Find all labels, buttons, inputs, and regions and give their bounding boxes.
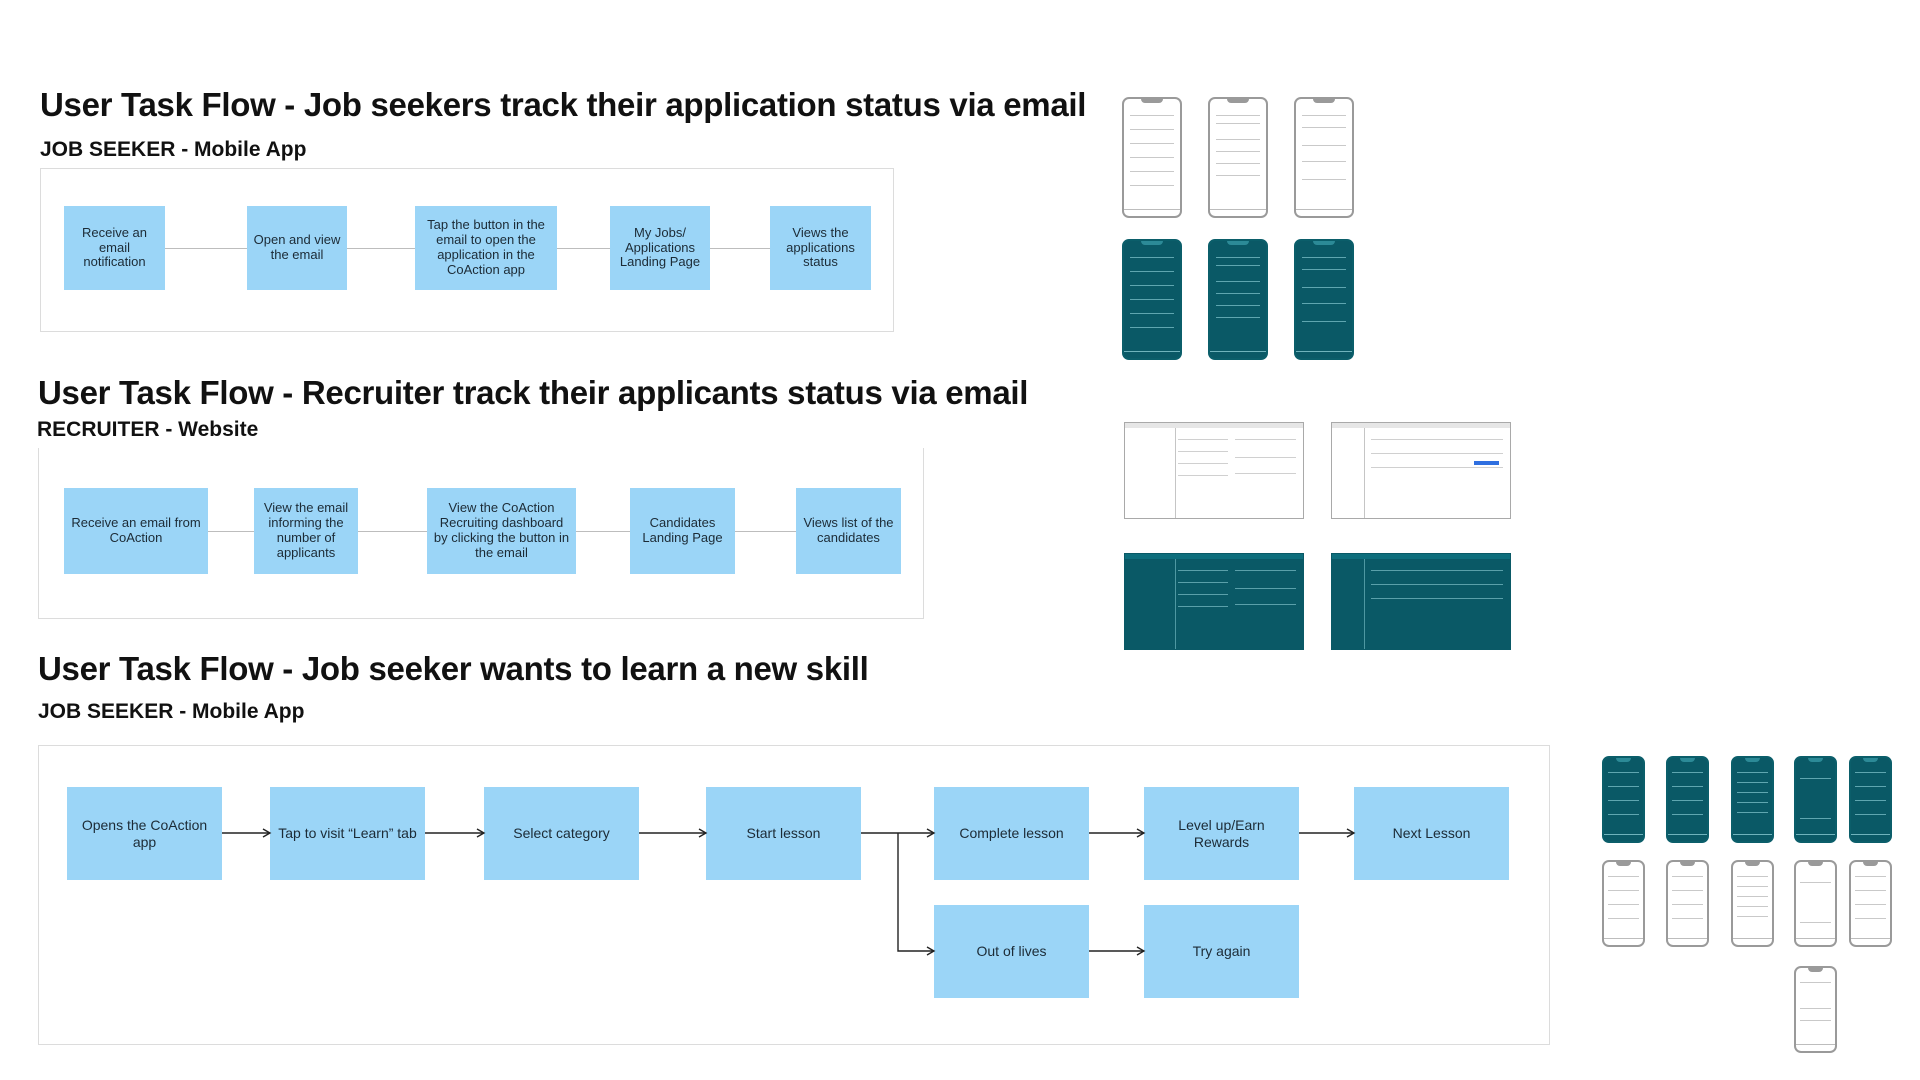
flow-1-step: My Jobs/ Applications Landing Page [610,206,710,290]
flow-2-step: Receive an email from CoAction [64,488,208,574]
phone-wireframe-icon [1849,860,1892,947]
desktop-wireframe-icon [1124,553,1304,650]
flow-1-connector [710,248,770,249]
phone-wireframe-icon [1122,239,1182,360]
desktop-wireframe-icon [1331,553,1511,650]
flow-2-step: Candidates Landing Page [630,488,735,574]
flow-1-title: User Task Flow - Job seekers track their… [40,86,1087,123]
flow-2-connector [576,531,630,532]
flow-2-step: View the CoAction Recruiting dashboard b… [427,488,576,574]
flow-2-subtitle: RECRUITER - Website [37,418,259,441]
flow-1-step: Tap the button in the email to open the … [415,206,557,290]
flow-3-step: Level up/Earn Rewards [1144,787,1299,880]
flow-1-connector [347,248,415,249]
flow-2-connector [208,531,254,532]
flow-3-subtitle: JOB SEEKER - Mobile App [38,700,305,723]
phone-wireframe-icon [1602,756,1645,843]
flow-3-step: Next Lesson [1354,787,1509,880]
flow-1-step: Receive an email notification [64,206,165,290]
flow-3-step: Tap to visit “Learn” tab [270,787,425,880]
phone-wireframe-icon [1794,966,1837,1053]
flow-2-connector [735,531,796,532]
phone-wireframe-icon [1731,860,1774,947]
phone-wireframe-icon [1602,860,1645,947]
phone-wireframe-icon [1208,239,1268,360]
flow-1-connector [165,248,247,249]
flow-3-step: Select category [484,787,639,880]
phone-wireframe-icon [1849,756,1892,843]
phone-wireframe-icon [1294,97,1354,218]
flow-2-step: View the email informing the number of a… [254,488,358,574]
phone-wireframe-icon [1208,97,1268,218]
flow-1-connector [557,248,610,249]
phone-wireframe-icon [1794,756,1837,843]
flow-3-step: Opens the CoAction app [67,787,222,880]
flow-1-subtitle: JOB SEEKER - Mobile App [40,138,307,161]
flow-3-step: Complete lesson [934,787,1089,880]
phone-wireframe-icon [1666,756,1709,843]
phone-wireframe-icon [1294,239,1354,360]
flow-2-step: Views list of the candidates [796,488,901,574]
flow-3-step: Try again [1144,905,1299,998]
phone-wireframe-icon [1731,756,1774,843]
phone-wireframe-icon [1122,97,1182,218]
flow-3-step: Start lesson [706,787,861,880]
flow-3-title: User Task Flow - Job seeker wants to lea… [38,650,869,687]
phone-wireframe-icon [1794,860,1837,947]
flow-2-title: User Task Flow - Recruiter track their a… [38,374,1029,411]
phone-wireframe-icon [1666,860,1709,947]
flow-1-step: Views the applications status [770,206,871,290]
flow-3-step: Out of lives [934,905,1089,998]
flow-1-step: Open and view the email [247,206,347,290]
desktop-wireframe-icon [1331,422,1511,519]
flow-2-connector [358,531,427,532]
desktop-wireframe-icon [1124,422,1304,519]
